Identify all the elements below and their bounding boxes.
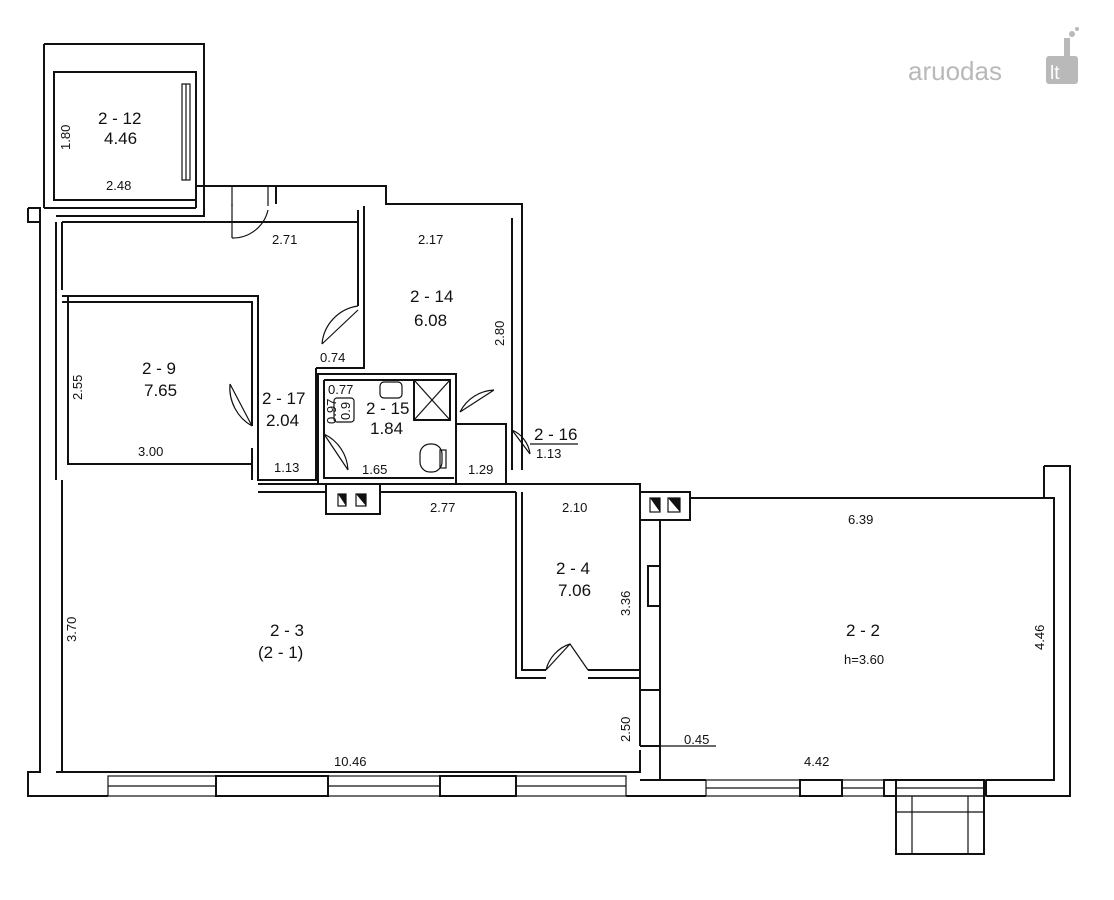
dim-label: 2.80 <box>492 321 507 346</box>
dim-label: 2.17 <box>418 232 443 247</box>
dim-label: 10.46 <box>334 754 367 769</box>
dim-label: 4.42 <box>804 754 829 769</box>
entry-door <box>231 186 269 239</box>
dim-label: 3.00 <box>138 444 163 459</box>
dim-label: 2.10 <box>562 500 587 515</box>
room-code: 2 - 15 <box>366 399 409 418</box>
dim-label: 0.97 <box>324 399 339 424</box>
dim-label: 0.9 <box>338 402 353 420</box>
room-code: 2 - 14 <box>410 287 453 306</box>
dimension-labels: 1.80 2.48 2.71 2.17 2.80 2.55 0.74 0.77 … <box>58 125 1047 769</box>
room-area: 2.04 <box>266 411 299 430</box>
dim-label: 2.48 <box>106 178 131 193</box>
dim-label: 2.77 <box>430 500 455 515</box>
dim-label: 2.50 <box>618 717 633 742</box>
dim-label: 6.39 <box>848 512 873 527</box>
room-area: 1.84 <box>370 419 403 438</box>
aruodas-logo: aruodas lt <box>908 27 1079 86</box>
outer-walls <box>27 185 1071 797</box>
room-area: 6.08 <box>414 311 447 330</box>
dim-label: 2.71 <box>272 232 297 247</box>
windows <box>107 775 987 855</box>
room-code: 2 - 12 <box>98 109 141 128</box>
logo-house-icon <box>1046 56 1078 84</box>
corridor-walls <box>257 206 531 485</box>
dim-label: 2.55 <box>70 375 85 400</box>
room-code: 2 - 16 <box>534 425 577 444</box>
dim-label: 1.29 <box>468 462 493 477</box>
room-code: 2 - 17 <box>262 389 305 408</box>
dim-label: 0.74 <box>320 350 345 365</box>
vent-blocks <box>258 483 691 521</box>
room-area: 7.65 <box>144 381 177 400</box>
logo-text: aruodas <box>908 56 1002 86</box>
room-labels: 2 - 12 4.46 2 - 14 6.08 2 - 9 7.65 2 - 1… <box>98 109 884 667</box>
room-area: 4.46 <box>104 129 137 148</box>
room-2-4-walls <box>515 492 661 747</box>
room-code: 2 - 2 <box>846 621 880 640</box>
dim-label: 1.80 <box>58 125 73 150</box>
room-code: 2 - 3 <box>270 621 304 640</box>
dim-label: 3.36 <box>618 591 633 616</box>
room-area: 7.06 <box>558 581 591 600</box>
room-code: 2 - 9 <box>142 359 176 378</box>
logo-tld: lt <box>1050 63 1060 84</box>
room-2-9-walls <box>62 295 259 480</box>
room-area: (2 - 1) <box>258 643 303 662</box>
room-area: 1.13 <box>536 446 561 461</box>
dim-label: 0.77 <box>328 382 353 397</box>
dim-label: 3.70 <box>64 617 79 642</box>
room-height: h=3.60 <box>844 652 884 667</box>
dim-label: 1.65 <box>362 462 387 477</box>
dim-label: 0.45 <box>684 732 709 747</box>
dim-label: 1.13 <box>274 460 299 475</box>
room-code: 2 - 4 <box>556 559 590 578</box>
dim-label: 4.46 <box>1032 625 1047 650</box>
